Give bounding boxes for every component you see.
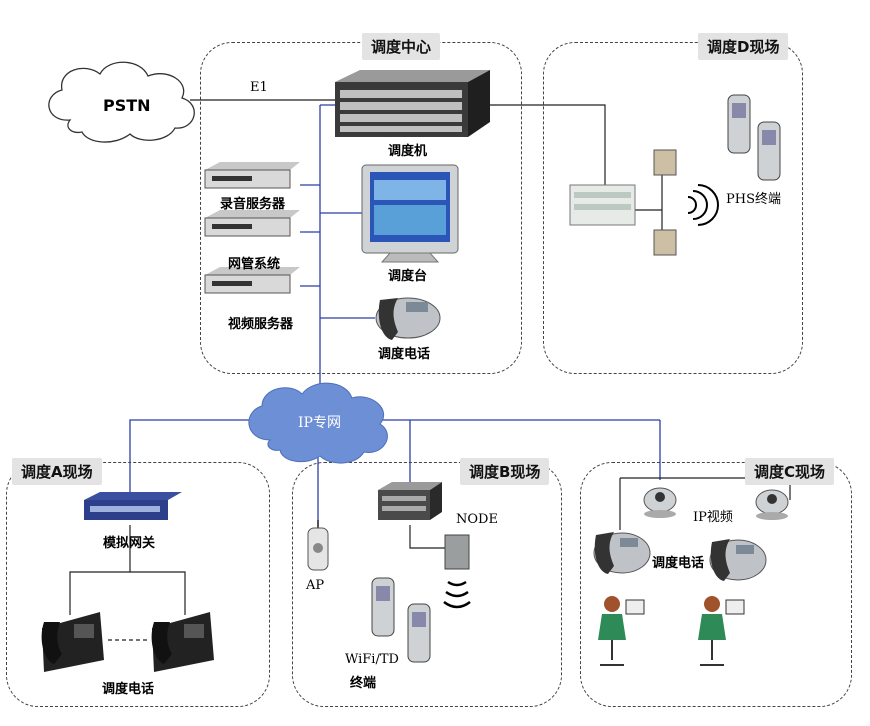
recording-server-label: 录音服务器	[220, 197, 286, 212]
site-b-title: 调度B现场	[460, 458, 550, 485]
pstn-label: PSTN	[103, 96, 151, 115]
site-c-title: 调度C现场	[745, 458, 835, 485]
video-server-label: 视频服务器	[228, 317, 294, 332]
analog-gateway-label: 模拟网关	[103, 536, 156, 551]
ip-video-label: IP视频	[693, 510, 733, 525]
dispatch-center-title: 调度中心	[362, 33, 441, 60]
dispatch-switch-label: 调度机	[388, 144, 428, 159]
wifi-terminal-label-line2: 终端	[350, 676, 377, 691]
site-c-phone-label: 调度电话	[652, 556, 705, 571]
dispatch-center-zone	[200, 42, 522, 374]
site-b-zone	[292, 462, 562, 707]
phs-terminal-label: PHS终端	[726, 192, 781, 207]
wifi-terminal-label-line1: WiFi/TD	[345, 652, 399, 667]
site-a-title: 调度A现场	[12, 458, 102, 485]
site-a-zone	[6, 462, 270, 707]
ip-network-label: IP专网	[298, 415, 341, 431]
site-d-zone	[543, 42, 803, 374]
e1-label: E1	[250, 80, 268, 95]
site-d-title: 调度D现场	[698, 33, 789, 60]
nms-label: 网管系统	[228, 257, 281, 272]
ap-label: AP	[306, 578, 325, 593]
console-label: 调度台	[388, 269, 428, 284]
node-label: NODE	[456, 512, 498, 527]
site-a-phone-label: 调度电话	[102, 682, 155, 697]
center-phone-label: 调度电话	[378, 347, 431, 362]
site-c-zone	[580, 462, 852, 707]
